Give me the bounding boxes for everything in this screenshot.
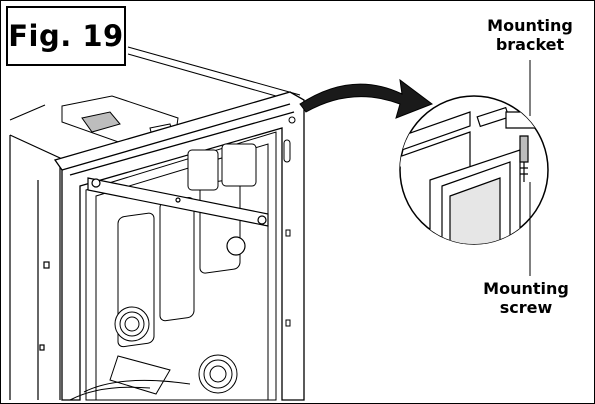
callout-bracket-line1: Mounting: [487, 16, 573, 35]
drain-covers: [109, 306, 238, 395]
zoom-arrow: [299, 78, 434, 119]
figure-number: Fig. 19: [6, 6, 126, 66]
callout-mounting-screw: Mounting screw: [470, 279, 582, 317]
callout-bracket-line2: bracket: [495, 35, 565, 54]
spray-rail: [87, 177, 269, 227]
tub-bottom: [69, 379, 191, 401]
top-vent-box: [61, 95, 179, 145]
frame-holes: [283, 116, 296, 327]
cabinet-side: [9, 134, 61, 400]
tub-panels: [117, 143, 257, 348]
tub-front-frame: [53, 91, 305, 401]
callout-mounting-bracket: Mounting bracket: [474, 16, 586, 54]
side-port: [226, 236, 246, 256]
magnified-detail: [399, 95, 549, 245]
callout-screw-line1: Mounting: [483, 279, 569, 298]
countertop-lines: [9, 46, 301, 121]
callout-screw-line2: screw: [499, 298, 553, 317]
